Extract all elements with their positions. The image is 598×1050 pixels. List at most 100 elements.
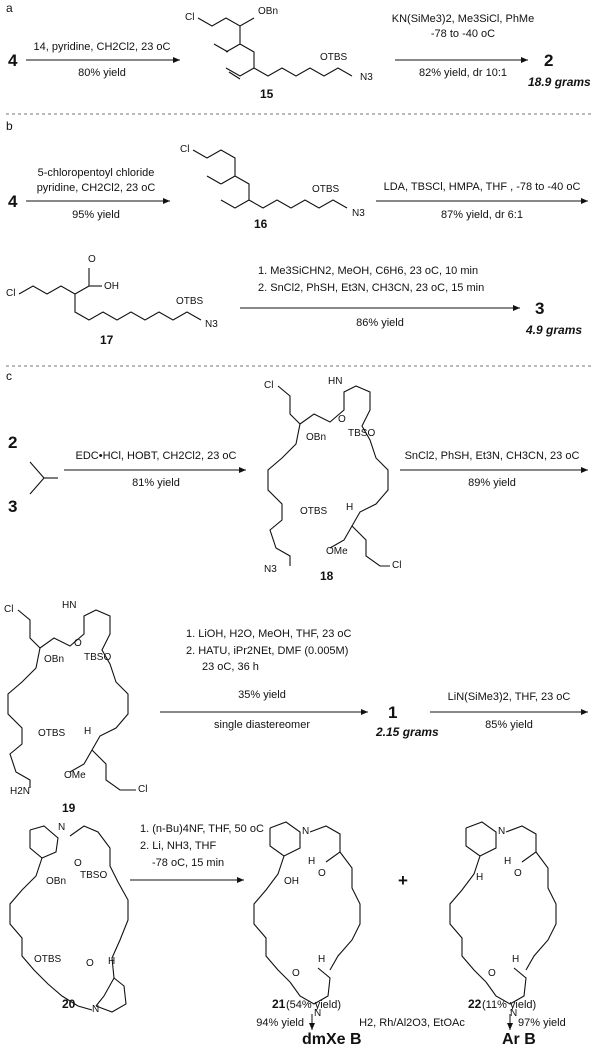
section-c-label: c: [6, 369, 12, 383]
section-a-step1-yield: 80% yield: [78, 67, 126, 79]
atom-o: O: [74, 638, 82, 649]
atom-o: O: [338, 414, 346, 425]
atom-hn: HN: [328, 376, 342, 387]
section-b-step3-line2: 2. SnCl2, PhSH, Et3N, CH3CN, 23 oC, 15 m…: [258, 282, 484, 294]
section-a-step1-reagents: 14, pyridine, CH2Cl2, 23 oC: [34, 41, 171, 53]
atom-n3: N3: [264, 564, 277, 575]
final-right-name: Ar B: [502, 1031, 536, 1048]
atom-cl: Cl: [6, 288, 15, 299]
section-c-step3-yield: 35% yield: [238, 689, 286, 701]
isopropyl-linker: [29, 461, 45, 495]
final-left-name: dmXe B: [302, 1031, 362, 1048]
atom-n: N: [58, 822, 65, 833]
section-c-step1-reagents: EDC•HCl, HOBT, CH2Cl2, 23 oC: [76, 450, 237, 462]
section-c-grams: 2.15 grams: [375, 725, 439, 739]
atom-n3: N3: [360, 72, 373, 83]
atom-ome: OMe: [64, 770, 86, 781]
atom-h: H: [84, 726, 91, 737]
section-c-step3-line2: 2. HATU, iPr2NEt, DMF (0.005M): [186, 645, 348, 657]
atom-tbso: TBSO: [84, 652, 111, 663]
section-c-step3-note: single diastereomer: [214, 719, 310, 731]
atom-h: H: [504, 856, 511, 867]
section-c-step2-reagents: SnCl2, PhSH, Et3N, CH3CN, 23 oC: [405, 450, 580, 462]
plus-sign: +: [398, 871, 408, 890]
compound-21-yield: (54% yield): [286, 999, 341, 1011]
atom-n2: N: [92, 1004, 99, 1015]
hydrogenation-conditions: H2, Rh/Al2O3, EtOAc: [359, 1017, 465, 1029]
section-a-start-compound: 4: [8, 51, 18, 70]
atom-cl2: Cl: [138, 784, 147, 795]
atom-otbs: OTBS: [312, 184, 340, 195]
section-c-step3-line1: 1. LiOH, H2O, MeOH, THF, 23 oC: [186, 628, 352, 640]
section-b-step2-yield: 87% yield, dr 6:1: [441, 209, 523, 221]
atom-o2: O: [292, 968, 300, 979]
compound-21-structure: N H O OH H O N: [253, 821, 361, 1019]
atom-obn: OBn: [44, 654, 64, 665]
compound-15-structure: Cl OBn OTBS N3: [185, 6, 373, 83]
atom-h3: H: [512, 954, 519, 965]
atom-n: N: [498, 826, 505, 837]
atom-otbs: OTBS: [320, 52, 348, 63]
section-b-step1-reagents1: 5-chloropentoyl chloride: [38, 167, 155, 179]
atom-tbso: TBSO: [348, 428, 375, 439]
section-b-step2-reagents: LDA, TBSCl, HMPA, THF , -78 to -40 oC: [384, 181, 581, 193]
atom-hn: HN: [62, 600, 76, 611]
section-a-label: a: [6, 1, 13, 15]
section-c-step5-line3: -78 oC, 15 min: [152, 857, 224, 869]
compound-19-label: 19: [62, 801, 76, 815]
compound-17-structure: Cl O OH OTBS N3: [6, 254, 218, 330]
atom-ome: OMe: [326, 546, 348, 557]
atom-cl: Cl: [4, 604, 13, 615]
atom-cl: Cl: [180, 144, 189, 155]
section-c-step4-yield: 85% yield: [485, 719, 533, 731]
atom-obn: OBn: [306, 432, 326, 443]
atom-oh: OH: [104, 281, 119, 292]
section-c-step5-line2: 2. Li, NH3, THF: [140, 840, 216, 852]
atom-n3: N3: [352, 208, 365, 219]
atom-otbs: OTBS: [176, 296, 204, 307]
atom-o: O: [318, 868, 326, 879]
section-c-step1-yield: 81% yield: [132, 477, 180, 489]
section-a-grams: 18.9 grams: [528, 75, 591, 89]
final-left-yield: 94% yield: [256, 1017, 304, 1029]
atom-otbs: OTBS: [34, 954, 62, 965]
atom-otbs: OTBS: [38, 728, 66, 739]
atom-h: H: [108, 956, 115, 967]
section-a-product: 2: [544, 51, 553, 70]
section-b-start-compound: 4: [8, 192, 18, 211]
atom-o2: O: [488, 968, 496, 979]
atom-n2: N: [510, 1008, 517, 1019]
atom-cl: Cl: [264, 380, 273, 391]
compound-20-structure: N O OBn TBSO OTBS O H N: [9, 822, 129, 1015]
compound-16-label: 16: [254, 217, 268, 231]
atom-o2: O: [86, 958, 94, 969]
section-c-step5-line1: 1. (n-Bu)4NF, THF, 50 oC: [140, 823, 264, 835]
section-b-step1-reagents2: pyridine, CH2Cl2, 23 oC: [37, 182, 156, 194]
atom-otbs: OTBS: [300, 506, 328, 517]
atom-h: H: [308, 856, 315, 867]
atom-tbso: TBSO: [80, 870, 107, 881]
atom-n3: N3: [205, 319, 218, 330]
section-a-step2-yield: 82% yield, dr 10:1: [419, 67, 507, 79]
section-c-step3-line3: 23 oC, 36 h: [202, 661, 259, 673]
compound-22-yield: (11% yield): [482, 999, 536, 1011]
section-a-step2-reagents: KN(SiMe3)2, Me3SiCl, PhMe: [392, 13, 534, 25]
compound-18-structure: Cl HN O OBn TBSO OTBS H OMe N3 Cl: [264, 376, 401, 575]
compound-15-label: 15: [260, 87, 274, 101]
section-c-step2-yield: 89% yield: [468, 477, 516, 489]
compound-21-label: 21: [272, 997, 286, 1011]
section-a-step2-temp: -78 to -40 oC: [431, 28, 495, 40]
section-c-step4-reagents: LiN(SiMe3)2, THF, 23 oC: [448, 691, 571, 703]
atom-h2: H: [476, 872, 483, 883]
atom-h2: H: [318, 954, 325, 965]
section-c-start-compound-3: 3: [8, 497, 17, 516]
compound-18-label: 18: [320, 569, 334, 583]
section-b-step1-yield: 95% yield: [72, 209, 120, 221]
compound-16-structure: Cl OTBS N3: [180, 144, 365, 219]
atom-o: O: [74, 858, 82, 869]
compound-22-label: 22: [468, 997, 482, 1011]
atom-cl: Cl: [185, 12, 194, 23]
atom-obn: OBn: [258, 6, 278, 17]
atom-obn: OBn: [46, 876, 66, 887]
section-c-product-1: 1: [388, 703, 397, 722]
